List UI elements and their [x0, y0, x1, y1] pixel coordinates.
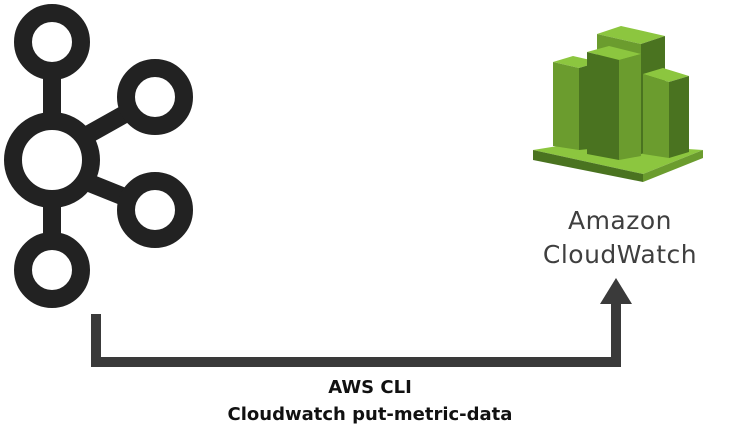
- cloudwatch-block-mid-side: [619, 54, 641, 160]
- cloudwatch-block-back-top: [597, 26, 665, 44]
- cloudwatch-name-line1: Amazon: [567, 206, 673, 235]
- kafka-node-bottom: [14, 232, 90, 308]
- cloudwatch-name-line2: CloudWatch: [542, 240, 698, 269]
- cloudwatch-block-mid-top: [587, 46, 641, 60]
- kafka-node-top: [14, 4, 90, 80]
- kafka-node-lower-right: [117, 172, 193, 248]
- arrow-line: [91, 300, 621, 367]
- cloudwatch-block-right-front: [643, 74, 669, 158]
- arrow-label-command: Cloudwatch put-metric-data: [227, 404, 513, 425]
- cloudwatch-block-right-top: [643, 68, 689, 82]
- cloudwatch-base-front: [533, 150, 643, 182]
- cloudwatch-block-right-side: [669, 76, 689, 158]
- cloudwatch-block-left-front: [553, 62, 579, 150]
- cloudwatch-base-side: [643, 150, 703, 182]
- arrow-label-tool: AWS CLI: [328, 377, 412, 398]
- kafka-node-upper-right: [117, 59, 193, 135]
- amazon-cloudwatch-icon: [533, 26, 703, 182]
- kafka-node-center: [4, 112, 100, 208]
- kafka-icon: [4, 4, 193, 308]
- arrow-head: [600, 278, 632, 304]
- cloudwatch-block-mid-front: [587, 52, 619, 160]
